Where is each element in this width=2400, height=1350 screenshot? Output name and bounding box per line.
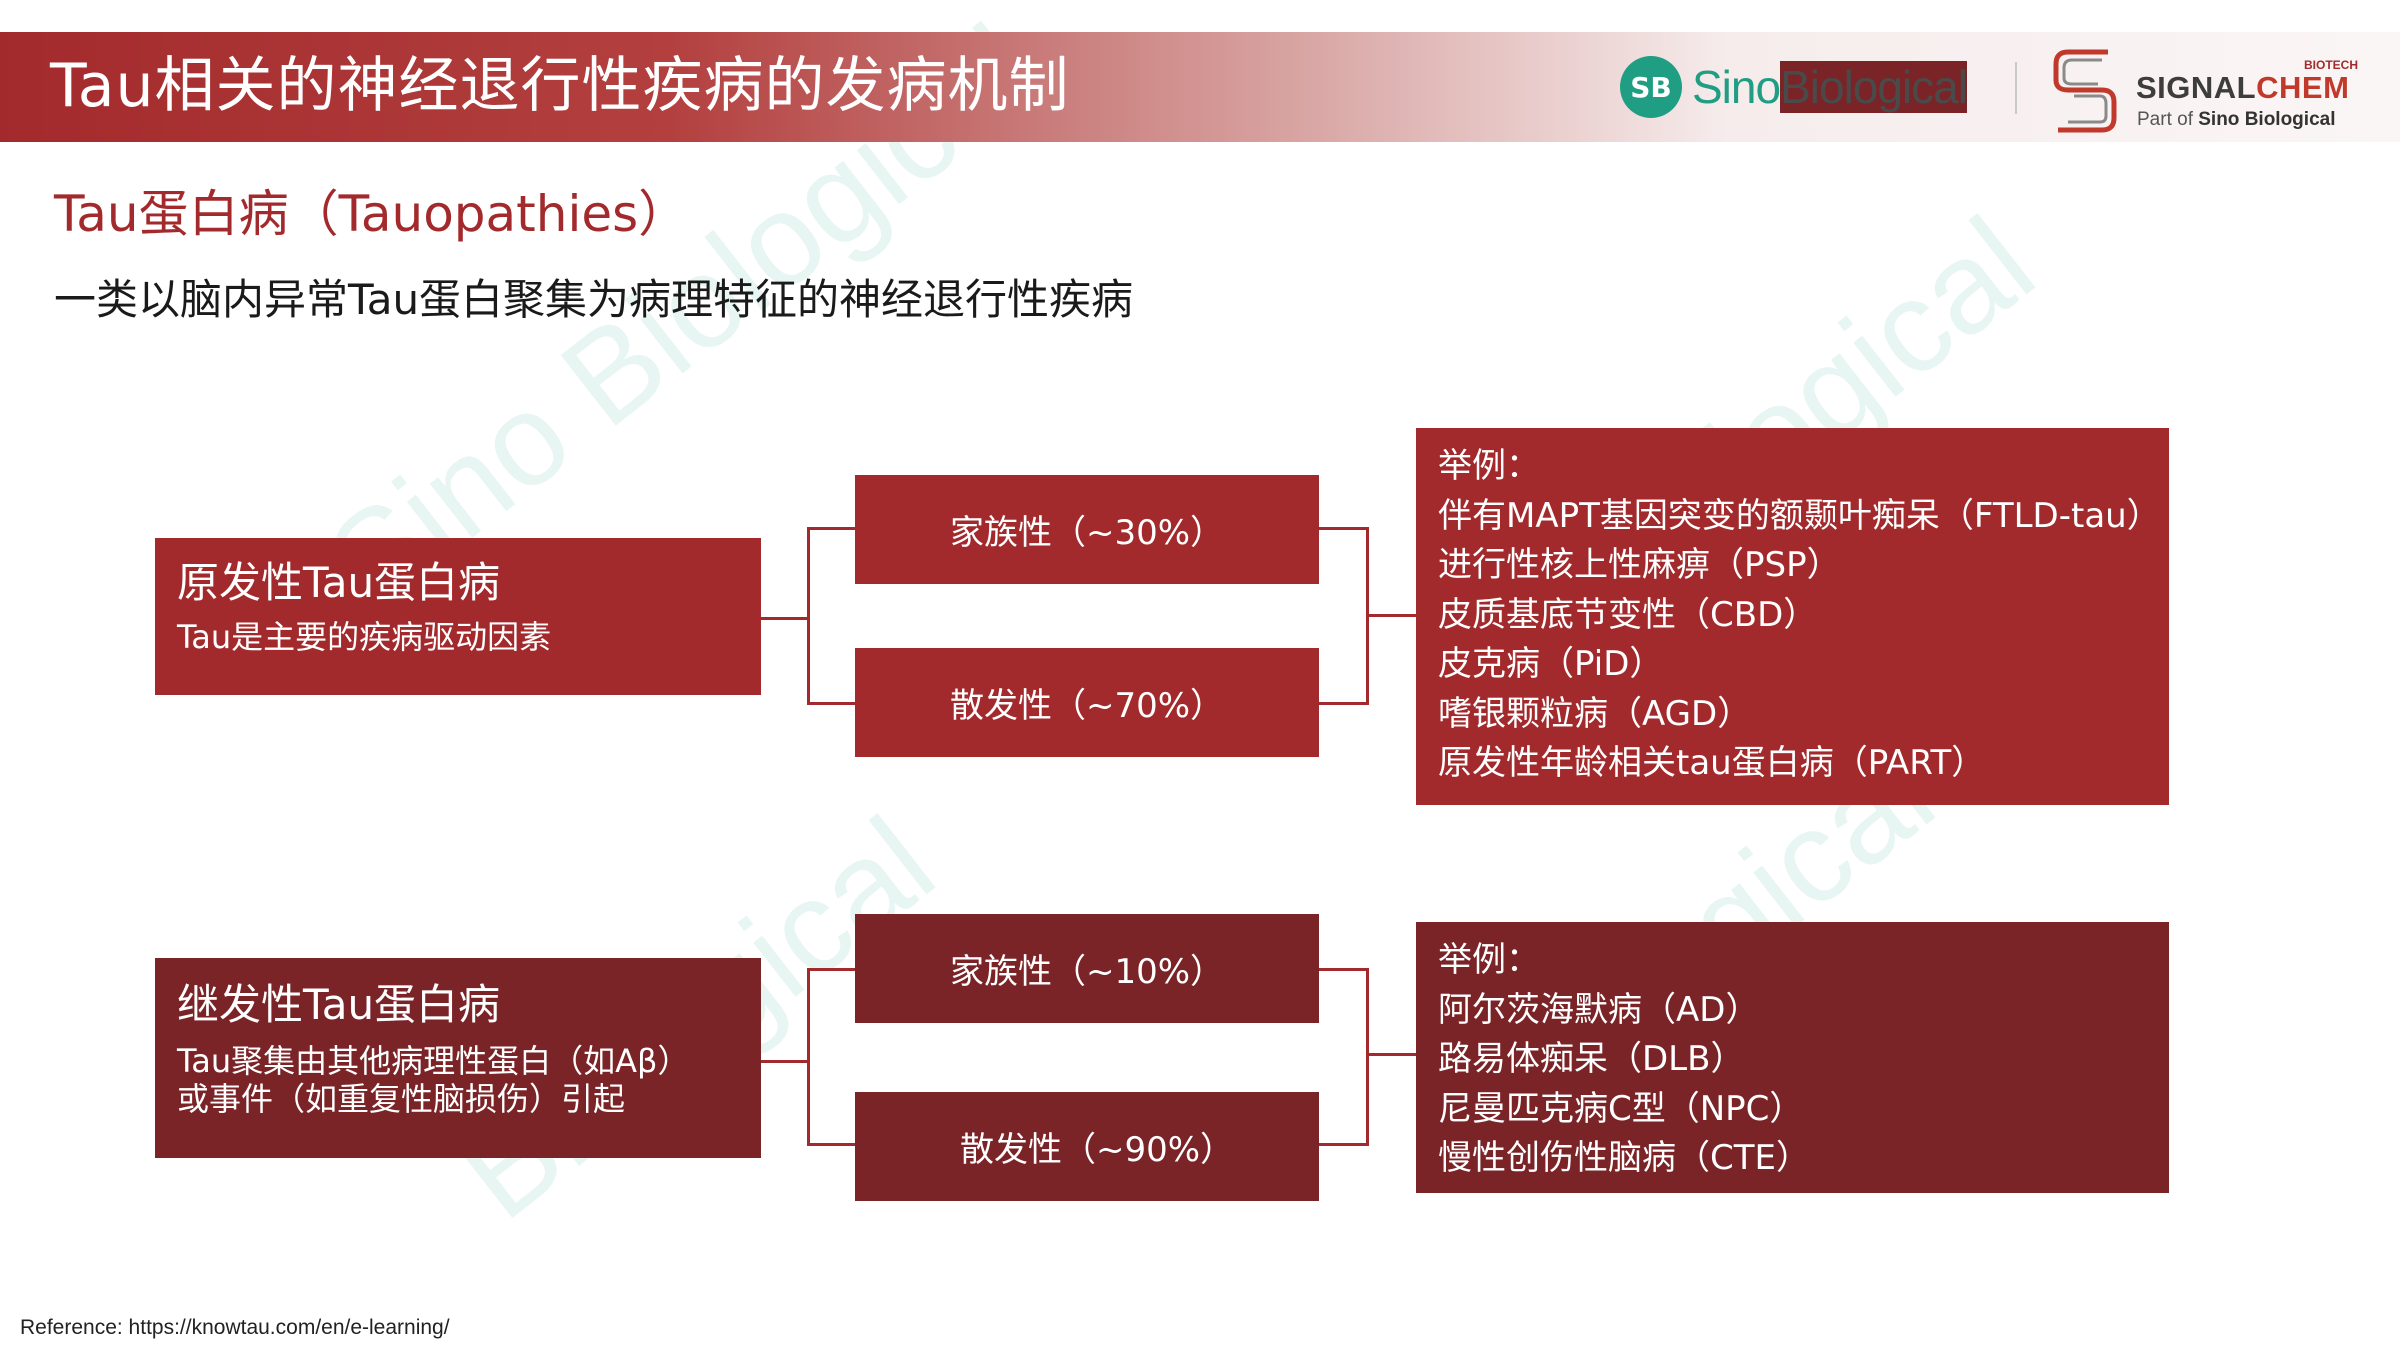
part-of-brand: Sino Biological — [2198, 109, 2336, 130]
connector-line — [761, 1060, 809, 1063]
example-item: 举例： — [1438, 446, 1540, 486]
part-of-text: Part of — [2137, 109, 2199, 130]
header-banner: Tau相关的神经退行性疾病的发病机制 SB SinoBiological BIO… — [0, 32, 2400, 142]
sino-biological-wordmark: SinoBiological — [1692, 58, 1968, 116]
signalchem-wordmark: SIGNALCHEM — [2136, 70, 2349, 106]
wordmark-chem: CHEM — [2256, 70, 2350, 105]
connector-line — [761, 617, 809, 620]
secondary-examples-box: 举例： 阿尔茨海默病（AD） 路易体痴呆（DLB） 尼曼匹克病C型（NPC） 慢… — [1416, 922, 2169, 1193]
connector-line — [807, 527, 810, 705]
example-item: 路易体痴呆（DLB） — [1438, 1039, 1745, 1079]
wordmark-signal: SIGNAL — [2136, 70, 2257, 105]
signalchem-logo: BIOTECH SIGNALCHEM Part of Sino Biologic… — [2050, 40, 2390, 135]
sino-biological-logo: SB SinoBiological — [1620, 54, 1980, 120]
secondary-familial-box: 家族性（~10%） — [855, 914, 1319, 1023]
connector-line — [1366, 614, 1416, 617]
example-item: 伴有MAPT基因突变的额颞叶痴呆（FTLD-tau） — [1438, 495, 2161, 536]
connector-line — [1319, 702, 1369, 705]
secondary-title: 继发性Tau蛋白病 — [177, 980, 501, 1029]
example-item: 进行性核上性麻痹（PSP） — [1438, 545, 1841, 585]
wordmark-biological: Biological — [1780, 61, 1968, 113]
wordmark-sino: Sino — [1692, 61, 1781, 113]
connector-line — [1366, 1053, 1416, 1056]
example-item: 原发性年龄相关tau蛋白病（PART） — [1438, 743, 1986, 783]
example-item: 皮克病（PiD） — [1438, 644, 1664, 684]
primary-examples-box: 举例： 伴有MAPT基因突变的额颞叶痴呆（FTLD-tau） 进行性核上性麻痹（… — [1416, 428, 2169, 805]
secondary-sporadic-box: 散发性（~90%） — [855, 1092, 1319, 1201]
connector-line — [1319, 968, 1369, 971]
section-subtitle: 一类以脑内异常Tau蛋白聚集为病理特征的神经退行性疾病 — [54, 275, 1134, 324]
primary-desc: Tau是主要的疾病驱动因素 — [177, 618, 552, 656]
secondary-desc-line2: 或事件（如重复性脑损伤）引起 — [177, 1080, 626, 1118]
example-item: 尼曼匹克病C型（NPC） — [1438, 1088, 1804, 1129]
connector-line — [1319, 527, 1369, 530]
connector-line — [807, 968, 810, 1146]
connector-line — [807, 702, 855, 705]
primary-sporadic-box: 散发性（~70%） — [855, 648, 1319, 757]
secondary-tauopathy-box: 继发性Tau蛋白病 Tau聚集由其他病理性蛋白（如Aβ） 或事件（如重复性脑损伤… — [155, 958, 761, 1158]
example-item: 举例： — [1438, 940, 1540, 980]
example-item: 皮质基底节变性（CBD） — [1438, 594, 1818, 635]
example-item: 阿尔茨海默病（AD） — [1438, 989, 1760, 1030]
logo-divider — [2015, 62, 2017, 114]
section-title: Tau蛋白病（Tauopathies） — [54, 185, 689, 243]
primary-tauopathy-box: 原发性Tau蛋白病 Tau是主要的疾病驱动因素 — [155, 538, 761, 695]
connector-line — [1319, 1143, 1369, 1146]
secondary-desc-line1: Tau聚集由其他病理性蛋白（如Aβ） — [177, 1042, 690, 1080]
biotech-label: BIOTECH — [2304, 58, 2358, 72]
primary-familial-box: 家族性（~30%） — [855, 475, 1319, 584]
connector-line — [807, 1143, 855, 1146]
example-item: 嗜银颗粒病（AGD） — [1438, 693, 1752, 734]
sb-badge-icon: SB — [1620, 56, 1682, 118]
connector-line — [1366, 968, 1369, 1146]
reference-link[interactable]: Reference: https://knowtau.com/en/e-lear… — [20, 1316, 450, 1339]
part-of-sino-label: Part of Sino Biological — [2137, 109, 2335, 131]
primary-title: 原发性Tau蛋白病 — [177, 558, 501, 607]
example-item: 慢性创伤性脑病（CTE） — [1438, 1138, 1810, 1178]
page-title: Tau相关的神经退行性疾病的发病机制 — [50, 51, 1070, 121]
connector-line — [807, 527, 855, 530]
signalchem-s-icon — [2053, 49, 2117, 133]
connector-line — [807, 968, 855, 971]
